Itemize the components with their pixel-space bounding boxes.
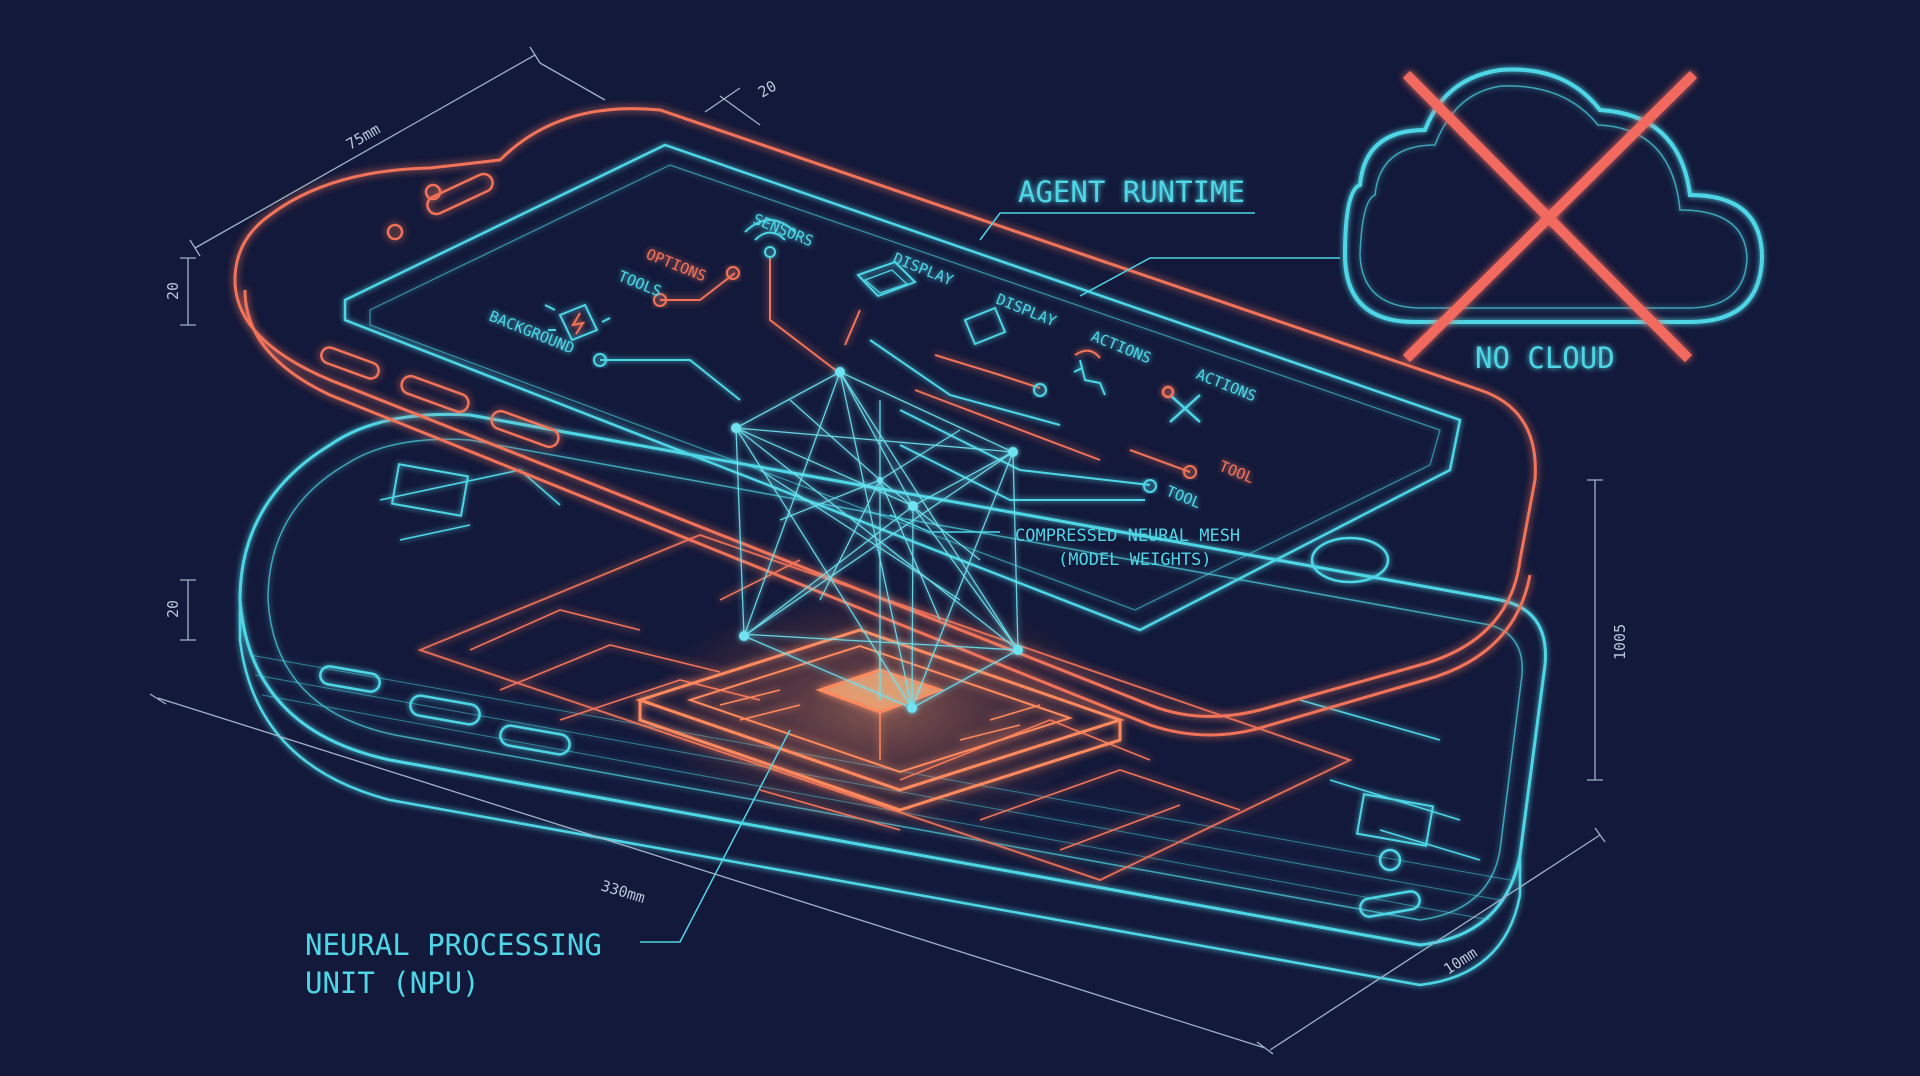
dim-bottom-depth: 10mm [1440, 944, 1480, 979]
dim-top-height: 20 [164, 282, 182, 300]
screen-labels: SENSORS DISPLAY DISPLAY OPTIONS TOOLS BA… [487, 210, 1259, 512]
no-cloud-label: NO CLOUD [1475, 341, 1615, 375]
dim-bottom-height: 20 [164, 600, 182, 618]
label-sensors: SENSORS [751, 210, 816, 250]
display-monitor-icon [856, 260, 917, 298]
top-phone-screen [343, 143, 1462, 632]
touch-gesture-icon [1073, 349, 1106, 396]
neural-mesh-label-1: COMPRESSED NEURAL MESH [1015, 526, 1240, 546]
neural-mesh-label-2: (MODEL WEIGHTS) [1058, 550, 1212, 570]
top-phone-body [233, 107, 1537, 737]
agent-runtime-label: AGENT RUNTIME [1018, 175, 1245, 209]
bottom-phone-buttons [319, 665, 1421, 918]
tools-wrench-icon [1161, 385, 1201, 423]
wifi-sensor-icon [744, 219, 796, 258]
phone-display-icon [963, 306, 1007, 346]
dim-length: 330mm [599, 877, 647, 907]
label-tool-1: TOOL [1217, 457, 1257, 487]
cross-mark-icon [1402, 70, 1698, 363]
npu-chip [635, 590, 1125, 830]
home-button[interactable] [1310, 536, 1390, 584]
label-actions-2: ACTIONS [1194, 365, 1259, 405]
npu-label-2: UNIT (NPU) [305, 966, 480, 1000]
label-display-1: DISPLAY [891, 249, 956, 289]
cloud-icon [1342, 67, 1765, 324]
battery-charging-icon [544, 303, 611, 342]
screen-circuit-traces [593, 258, 1197, 501]
label-actions-1: ACTIONS [1089, 327, 1154, 367]
dimension-lines [149, 46, 1606, 1055]
label-tools: TOOLS [616, 267, 665, 301]
npu-label-1: NEURAL PROCESSING [305, 928, 602, 962]
callout-leaders [640, 212, 1340, 943]
neural-mesh [731, 367, 1023, 713]
dim-top-width: 75mm [343, 120, 383, 154]
dim-top-depth: 20 [755, 77, 780, 102]
dim-side-height: 1005 [1611, 624, 1629, 660]
top-phone-details [320, 172, 560, 449]
label-tool-2: TOOL [1164, 482, 1204, 512]
